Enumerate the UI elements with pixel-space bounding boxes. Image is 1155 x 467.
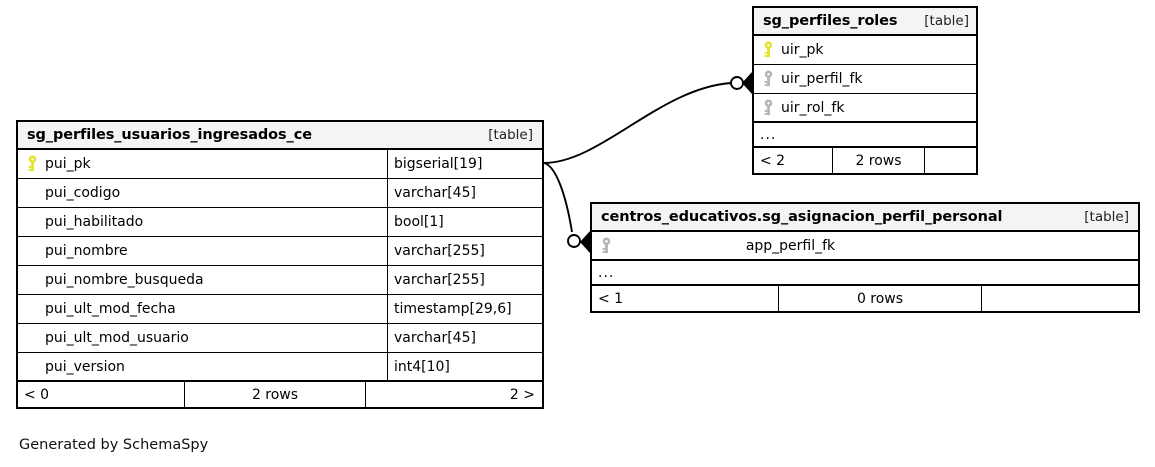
column-name-cell: pui_nombre_busqueda bbox=[18, 266, 387, 294]
entity-footer: < 2 2 rows bbox=[754, 148, 976, 173]
entity-header: sg_perfiles_usuarios_ingresados_ce [tabl… bbox=[18, 122, 542, 150]
no-key-icon bbox=[25, 242, 39, 260]
primary-key-icon bbox=[25, 155, 39, 173]
relationship-line-perfiles-to-asignacion bbox=[543, 162, 590, 253]
column-name-cell: pui_version bbox=[18, 353, 387, 380]
column-name: uir_rol_fk bbox=[781, 99, 845, 116]
entity-table-sg-perfiles-usuarios-ingresados-ce[interactable]: sg_perfiles_usuarios_ingresados_ce [tabl… bbox=[16, 120, 544, 409]
column-name: pui_ult_mod_fecha bbox=[45, 301, 176, 317]
column-name: pui_version bbox=[45, 358, 125, 375]
entity-footer: < 0 2 rows 2 > bbox=[18, 382, 542, 407]
column-name-cell: pui_ult_mod_usuario bbox=[18, 324, 387, 352]
table-row[interactable]: pui_habilitado bool[1] bbox=[18, 208, 542, 237]
column-type: bigserial[19] bbox=[387, 150, 542, 178]
row-count: 0 rows bbox=[778, 286, 981, 311]
column-name-cell: app_perfil_fk bbox=[592, 232, 1138, 259]
foreign-key-icon bbox=[761, 70, 775, 88]
column-name-cell: pui_nombre bbox=[18, 237, 387, 265]
column-name-cell: pui_codigo bbox=[18, 179, 387, 207]
column-type: varchar[255] bbox=[387, 266, 542, 294]
column-name-cell: pui_habilitado bbox=[18, 208, 387, 236]
child-relations-count[interactable] bbox=[981, 286, 1138, 311]
column-name: pui_pk bbox=[45, 156, 91, 172]
column-type: varchar[45] bbox=[387, 179, 542, 207]
parent-relations-count[interactable]: < 0 bbox=[24, 386, 50, 403]
table-row[interactable]: uir_pk bbox=[754, 36, 976, 65]
table-row[interactable]: pui_nombre_busqueda varchar[255] bbox=[18, 266, 542, 295]
crowsfoot-marker bbox=[742, 72, 752, 94]
no-key-icon bbox=[25, 300, 39, 318]
column-name-cell: pui_pk bbox=[18, 150, 387, 178]
entity-title: centros_educativos.sg_asignacion_perfil_… bbox=[601, 209, 1003, 225]
column-type: varchar[45] bbox=[387, 324, 542, 352]
entity-type-tag: [table] bbox=[924, 13, 969, 29]
no-key-icon bbox=[25, 213, 39, 231]
no-key-icon bbox=[25, 358, 39, 376]
parent-relations-count[interactable]: < 2 bbox=[760, 152, 786, 169]
column-name: app_perfil_fk bbox=[745, 237, 836, 254]
child-relations-count[interactable] bbox=[924, 148, 976, 173]
zero-cardinality-marker bbox=[567, 234, 581, 248]
table-row[interactable]: pui_version int4[10] bbox=[18, 353, 542, 382]
column-name: pui_nombre bbox=[45, 243, 128, 259]
column-name: pui_nombre_busqueda bbox=[45, 272, 204, 288]
table-row[interactable]: pui_codigo varchar[45] bbox=[18, 179, 542, 208]
column-type: bool[1] bbox=[387, 208, 542, 236]
row-count: 2 rows bbox=[832, 148, 924, 173]
column-name-cell: pui_ult_mod_fecha bbox=[18, 295, 387, 323]
table-row[interactable]: pui_ult_mod_usuario varchar[45] bbox=[18, 324, 542, 353]
column-type: int4[10] bbox=[387, 353, 542, 380]
crowsfoot-marker bbox=[580, 231, 590, 253]
foreign-key-icon bbox=[599, 237, 613, 255]
entity-header: centros_educativos.sg_asignacion_perfil_… bbox=[592, 204, 1138, 232]
entity-footer: < 1 0 rows bbox=[592, 286, 1138, 311]
primary-key-icon bbox=[761, 41, 775, 59]
table-row[interactable]: pui_pk bigserial[19] bbox=[18, 150, 542, 179]
column-name: pui_codigo bbox=[45, 185, 121, 201]
column-name: uir_perfil_fk bbox=[781, 71, 863, 87]
entity-title: sg_perfiles_usuarios_ingresados_ce bbox=[27, 127, 312, 143]
child-relations-count[interactable]: 2 > bbox=[365, 382, 542, 407]
column-type: timestamp[29,6] bbox=[387, 295, 542, 323]
entity-type-tag: [table] bbox=[1084, 209, 1129, 225]
column-name-cell: uir_rol_fk bbox=[754, 94, 976, 121]
entity-table-sg-asignacion-perfil-personal[interactable]: centros_educativos.sg_asignacion_perfil_… bbox=[590, 202, 1140, 313]
no-key-icon bbox=[25, 329, 39, 347]
no-key-icon bbox=[25, 271, 39, 289]
table-row[interactable]: uir_perfil_fk bbox=[754, 65, 976, 94]
parent-relations-count[interactable]: < 1 bbox=[598, 290, 624, 307]
table-row[interactable]: uir_rol_fk bbox=[754, 94, 976, 123]
zero-cardinality-marker bbox=[730, 76, 744, 90]
column-name: pui_ult_mod_usuario bbox=[45, 330, 189, 346]
diagram-caption: Generated by SchemaSpy bbox=[19, 437, 209, 453]
no-key-icon bbox=[25, 184, 39, 202]
entity-header: sg_perfiles_roles [table] bbox=[754, 8, 976, 36]
table-row[interactable]: pui_ult_mod_fecha timestamp[29,6] bbox=[18, 295, 542, 324]
table-row[interactable]: app_perfil_fk bbox=[592, 232, 1138, 261]
entity-table-sg-perfiles-roles[interactable]: sg_perfiles_roles [table] uir_pk bbox=[752, 6, 978, 175]
row-count: 2 rows bbox=[184, 382, 365, 407]
more-columns-indicator: ... bbox=[592, 261, 1138, 286]
more-columns-indicator: ... bbox=[754, 123, 976, 148]
foreign-key-icon bbox=[761, 99, 775, 117]
column-name-cell: uir_pk bbox=[754, 36, 976, 64]
column-name-cell: uir_perfil_fk bbox=[754, 65, 976, 93]
table-row[interactable]: pui_nombre varchar[255] bbox=[18, 237, 542, 266]
relationship-line-perfiles-to-roles bbox=[543, 72, 752, 164]
column-name: uir_pk bbox=[781, 42, 824, 58]
entity-type-tag: [table] bbox=[488, 127, 533, 143]
column-type: varchar[255] bbox=[387, 237, 542, 265]
column-name: pui_habilitado bbox=[45, 214, 144, 230]
entity-title: sg_perfiles_roles bbox=[763, 13, 898, 29]
